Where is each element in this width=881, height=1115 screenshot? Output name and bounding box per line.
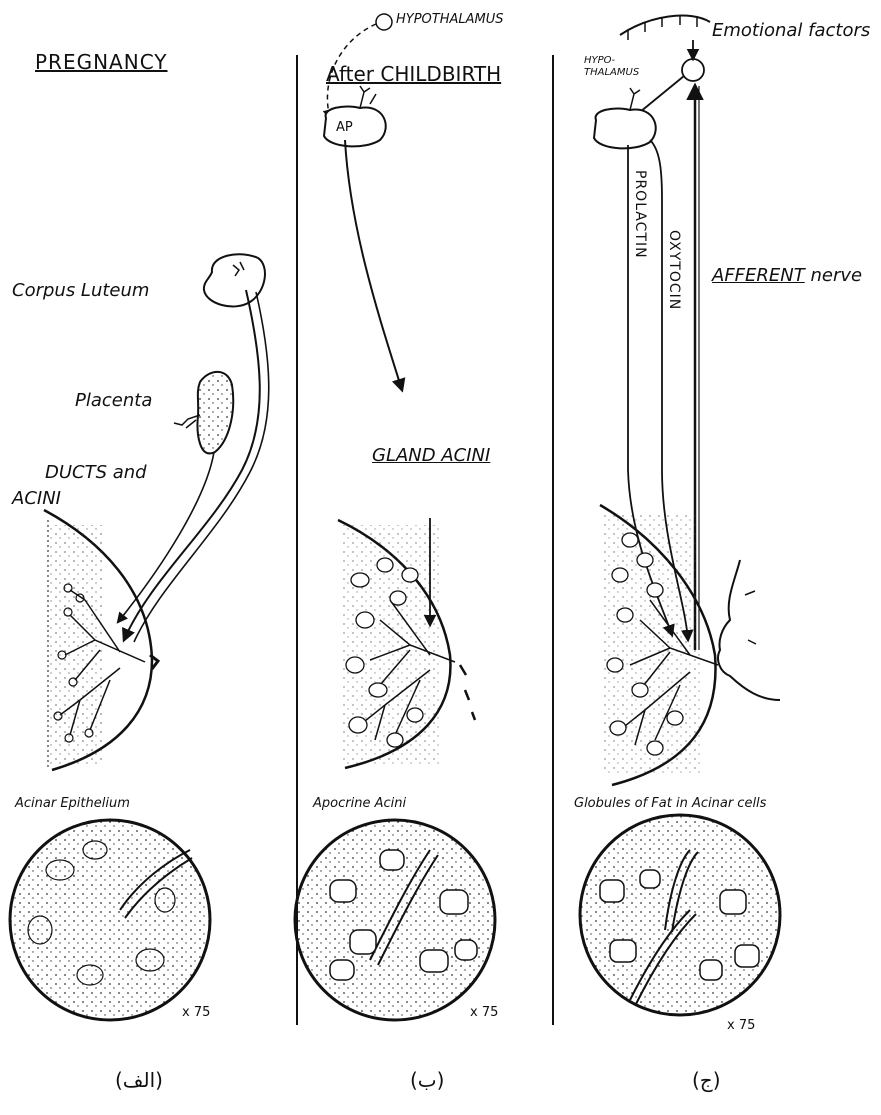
pituitary-c bbox=[594, 108, 656, 148]
panel-c-drawing bbox=[580, 15, 780, 1015]
hypo-to-pituitary-c bbox=[640, 76, 684, 112]
ap-to-gland-pathway-b bbox=[345, 140, 402, 390]
hypothalamus-label-c-line2: THALAMUS bbox=[584, 67, 639, 79]
globules-fat-label: Globules of Fat in Acinar cells bbox=[574, 796, 766, 811]
gland-acini-label: GLAND ACINI bbox=[372, 445, 490, 466]
anterior-pituitary-label: AP bbox=[336, 120, 353, 135]
hypothalamus-label-c: HYPO- THALAMUS bbox=[584, 55, 639, 79]
placenta-shape bbox=[198, 372, 234, 454]
ducts-label-line2: ACINI bbox=[12, 488, 61, 509]
ducts-label-line1: DUCTS and bbox=[45, 462, 147, 483]
magnification-c: x 75 bbox=[727, 1018, 755, 1033]
magnification-b: x 75 bbox=[470, 1005, 498, 1020]
panel-a-drawing bbox=[10, 254, 269, 1020]
childbirth-title: After CHILDBIRTH bbox=[326, 62, 501, 86]
hypothalamus-circle-b bbox=[376, 14, 392, 30]
oxytocin-label: OXYTOCIN bbox=[666, 230, 682, 310]
magnification-a: x 75 bbox=[182, 1005, 210, 1020]
micrograph-a bbox=[10, 820, 210, 1020]
caption-b: (ب) bbox=[410, 1068, 444, 1092]
prolactin-label: PROLACTIN bbox=[632, 170, 648, 259]
micrograph-c bbox=[580, 815, 780, 1015]
afferent-label: AFFERENT bbox=[712, 265, 805, 286]
corpus-luteum-label: Corpus Luteum bbox=[12, 280, 149, 301]
hypothalamus-circle-c bbox=[682, 59, 704, 81]
acinar-epithelium-label: Acinar Epithelium bbox=[15, 796, 130, 811]
hypothalamus-label-b: HYPOTHALAMUS bbox=[396, 12, 504, 27]
apocrine-acini-label: Apocrine Acini bbox=[313, 796, 406, 811]
pregnancy-title: PREGNANCY bbox=[35, 50, 168, 74]
panel-b-drawing bbox=[295, 14, 495, 1020]
caption-a: (الف) bbox=[115, 1068, 163, 1092]
hypothalamus-label-c-line1: HYPO- bbox=[584, 55, 639, 67]
afferent-nerve-label: AFFERENT nerve bbox=[712, 265, 862, 286]
infant-face bbox=[718, 560, 780, 700]
caption-c: (ج) bbox=[692, 1068, 721, 1092]
placenta-label: Placenta bbox=[75, 390, 152, 411]
corpus-luteum-shape bbox=[204, 254, 265, 306]
pituitary-b bbox=[324, 106, 386, 146]
emotional-factors-label: Emotional factors bbox=[712, 20, 870, 41]
nerve-label: nerve bbox=[810, 265, 862, 286]
